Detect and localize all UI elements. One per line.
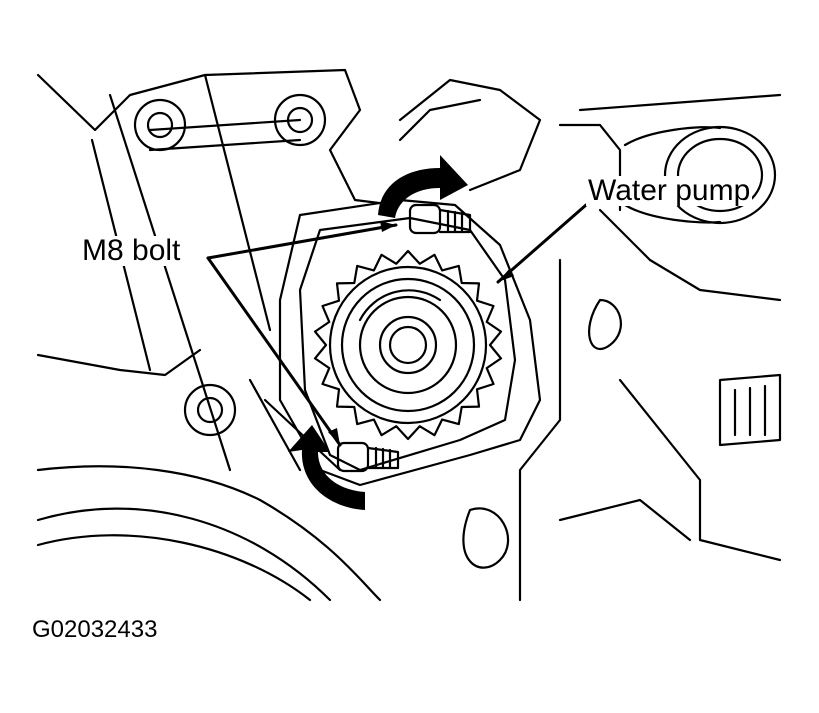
leader-lines (206, 203, 588, 447)
engine-block-outline (36, 68, 397, 602)
engine-right-components (398, 78, 782, 602)
water-pump-label: Water pump (586, 174, 753, 207)
water-pump-sprocket (313, 249, 503, 441)
leader-water-pump (496, 203, 588, 284)
m8-bolt-upper (408, 203, 472, 235)
water-pump-housing (278, 198, 542, 487)
mounting-bosses (133, 93, 327, 437)
crank-pulley (36, 507, 332, 602)
m8-bolt-lower (336, 441, 400, 473)
figure-id: G02032433 (32, 616, 158, 643)
leader-m8-lower (206, 256, 342, 447)
leader-m8-upper (206, 223, 398, 260)
curved-arrow-counterclockwise-icon (288, 425, 365, 510)
m8-bolt-label: M8 bolt (80, 234, 183, 267)
curved-arrow-clockwise-icon (378, 155, 468, 218)
